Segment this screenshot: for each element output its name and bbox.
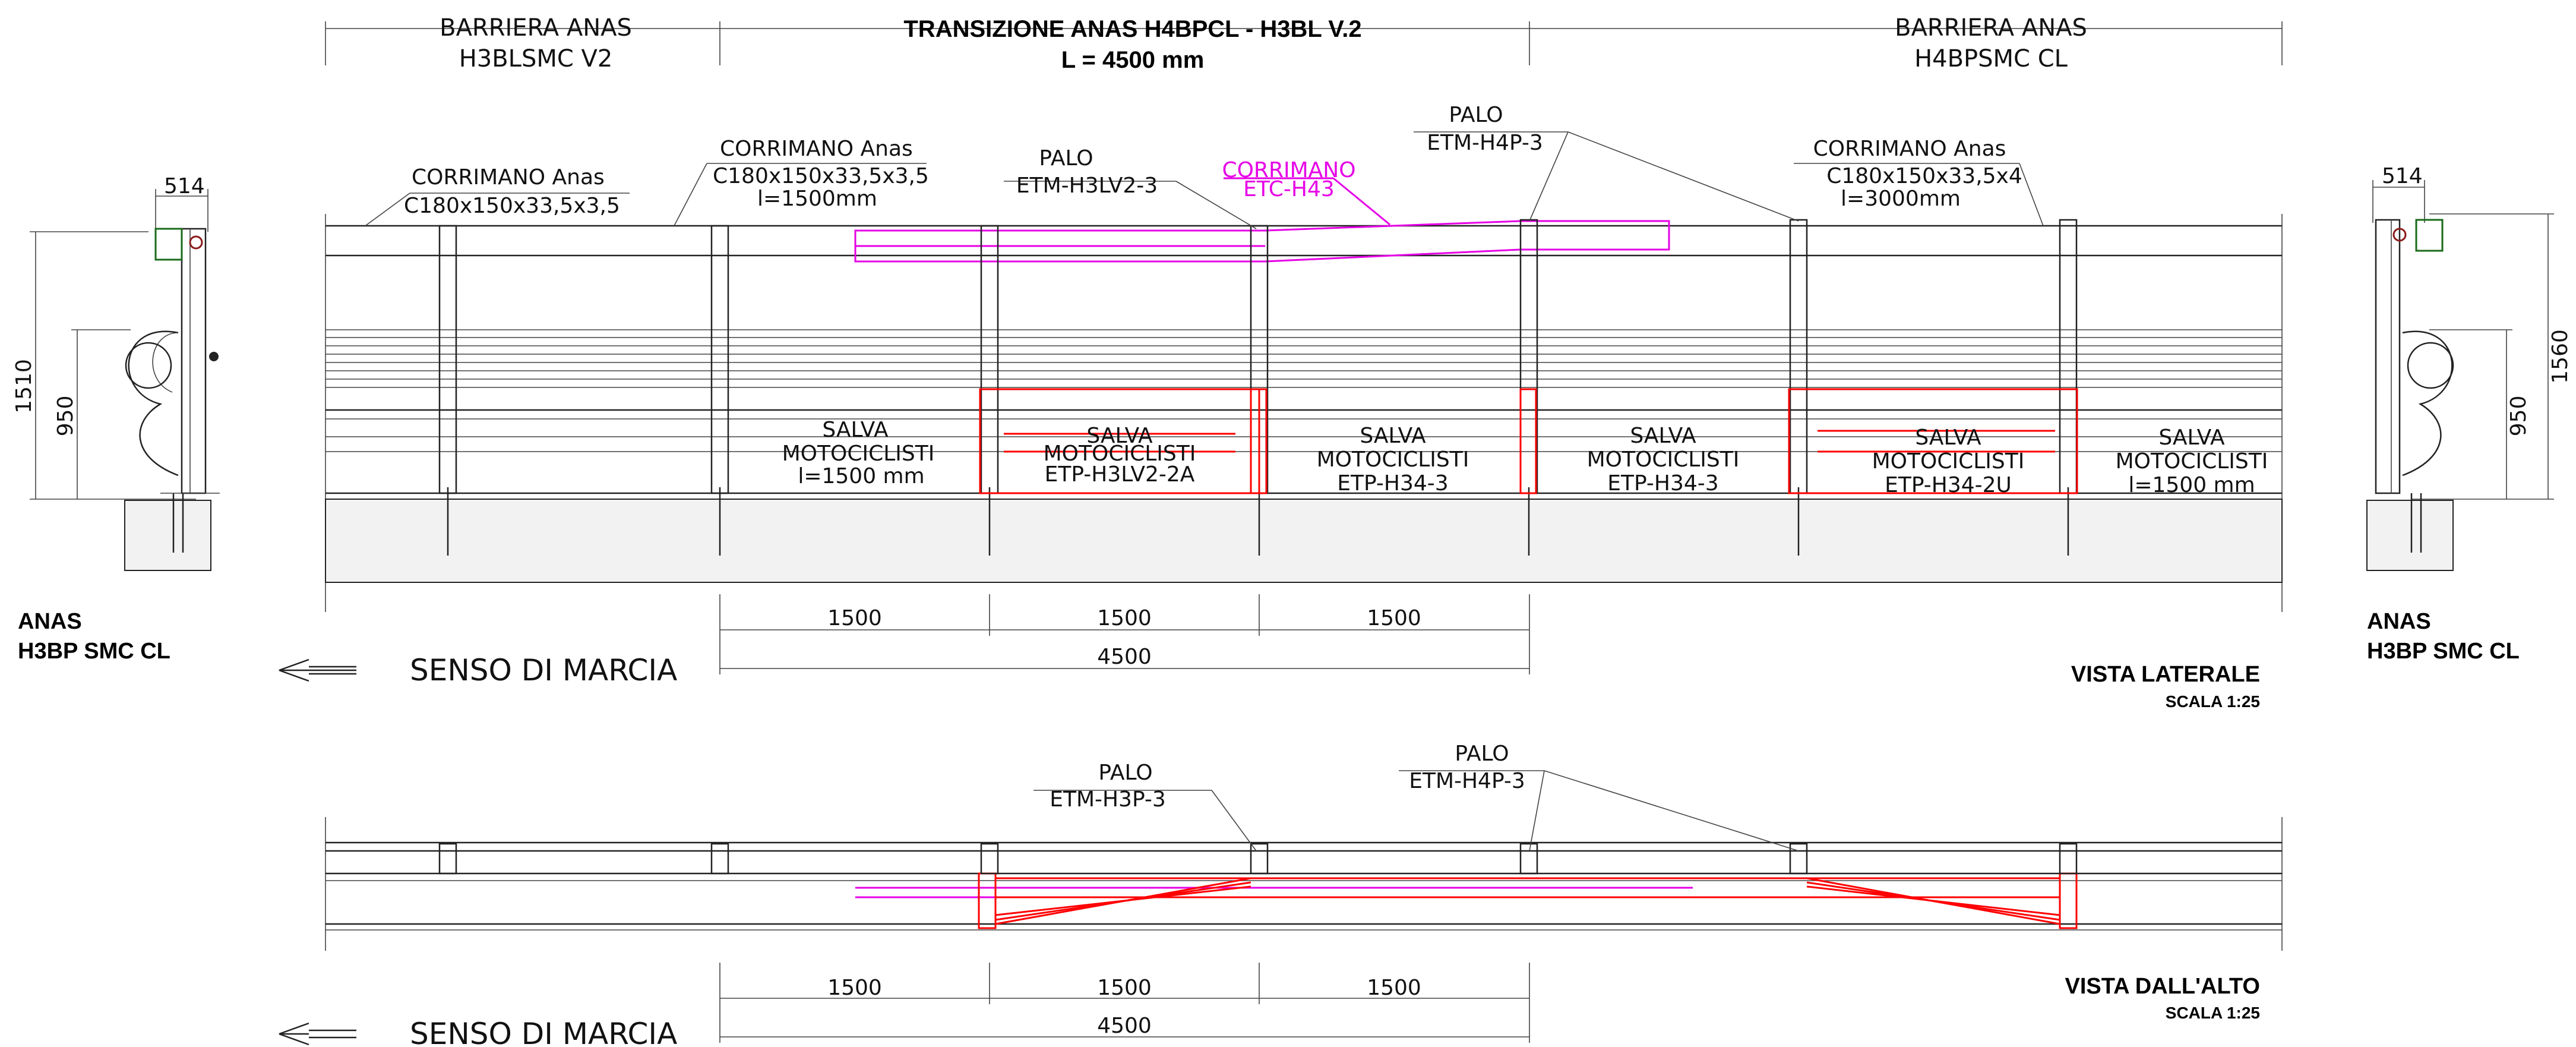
top-transition-parts (978, 872, 2078, 929)
salva-5-line-3: l=1500 mm (2128, 473, 2255, 497)
left-section-name-1: ANAS (18, 609, 82, 634)
side-dim-total: 4500 (1097, 645, 1152, 669)
side-callout-corrimano-3-b: C180x150x33,5x4 (1826, 164, 2022, 188)
side-dim-2: 1500 (1367, 606, 1421, 630)
salva-4-line-2: MOTOCICLISTI (1872, 449, 2025, 474)
top-callout-palo-1-a: PALO (1098, 761, 1152, 785)
top-direction-arrow (279, 1022, 356, 1046)
header-center-subtitle: L = 4500 mm (1061, 47, 1205, 73)
salva-2-line-2: MOTOCICLISTI (1317, 447, 1469, 472)
left-cross-section: 514 1510 950 ANAS H3BP SMC CL (12, 174, 220, 664)
top-view: PALO ETM-H3P-3 PALO ETM-H4P-3 1500 1500 … (279, 742, 2283, 1047)
salva-5-line-2: MOTOCICLISTI (2116, 449, 2268, 474)
right-cross-section: 514 1560 950 ANAS H3BP SMC CL (2366, 164, 2572, 664)
side-callout-corrimano-pink-a: CORRIMANO (1222, 158, 1355, 182)
top-callout-palo-2-b: ETM-H4P-3 (1409, 769, 1525, 793)
side-direction-label: SENSO DI MARCIA (410, 653, 677, 688)
salva-4-line-3: ETP-H34-2U (1885, 473, 2012, 497)
side-callout-corrimano-2-a: CORRIMANO Anas (720, 137, 913, 161)
top-view-title: VISTA DALL'ALTO (2065, 974, 2261, 999)
side-dim-1: 1500 (1097, 606, 1152, 630)
left-width-dim: 514 (164, 174, 205, 198)
salva-1-line-3: ETP-H3LV2-2A (1045, 462, 1195, 487)
header-right-title: BARRIERA ANAS (1895, 14, 2087, 42)
right-height-rail-dim: 950 (2507, 396, 2531, 437)
salva-3-line-1: SALVA (1630, 424, 1696, 448)
salva-5-line-1: SALVA (2158, 425, 2225, 450)
salva-3-line-2: MOTOCICLISTI (1587, 447, 1740, 472)
salva-2-line-3: ETP-H34-3 (1337, 471, 1448, 496)
top-direction-label: SENSO DI MARCIA (410, 1017, 677, 1047)
side-dim-0: 1500 (827, 606, 882, 630)
side-callout-corrimano-1-b: C180x150x33,5x3,5 (404, 194, 620, 218)
side-callouts: CORRIMANO Anas C180x150x33,5x3,5 CORRIMA… (365, 103, 2044, 229)
header-right-subtitle: H4BPSMC CL (1914, 45, 2068, 72)
side-callout-palo-1-b: ETM-H3LV2-3 (1016, 174, 1158, 198)
side-view-title: VISTA LATERALE (2071, 662, 2260, 687)
top-dim-2: 1500 (1367, 976, 1421, 1000)
top-callout-palo-1-b: ETM-H3P-3 (1050, 787, 1166, 812)
top-dim-total: 4500 (1097, 1014, 1152, 1038)
side-view: CORRIMANO Anas C180x150x33,5x3,5 CORRIMA… (279, 103, 2283, 711)
top-view-scale: SCALA 1:25 (2166, 1004, 2260, 1022)
top-dimensions: 1500 1500 1500 4500 (719, 963, 1530, 1043)
salva-2-line-1: SALVA (1360, 424, 1426, 448)
right-width-dim: 514 (2382, 164, 2423, 188)
left-height-total-dim: 1510 (12, 359, 36, 414)
left-height-rail-dim: 950 (53, 396, 78, 437)
right-section-name-2: H3BP SMC CL (2367, 639, 2520, 664)
header-center-title: TRANSIZIONE ANAS H4BPCL - H3BL V.2 (903, 16, 1361, 42)
top-dim-0: 1500 (827, 976, 882, 1000)
header: BARRIERA ANAS H3BLSMC V2 TRANSIZIONE ANA… (325, 14, 2283, 73)
side-callout-corrimano-pink-b: ETC-H43 (1243, 177, 1335, 201)
top-dim-1: 1500 (1097, 976, 1152, 1000)
concrete-foundation (325, 499, 2283, 583)
side-callout-corrimano-3-c: l=3000mm (1841, 187, 1961, 211)
side-callout-palo-2-a: PALO (1449, 103, 1503, 127)
top-callout-palo-2-a: PALO (1455, 742, 1509, 766)
right-section-name-1: ANAS (2367, 609, 2431, 634)
right-height-total-dim: 1560 (2548, 329, 2572, 384)
header-left-subtitle: H3BLSMC V2 (459, 45, 613, 72)
side-callout-corrimano-1-a: CORRIMANO Anas (412, 165, 605, 190)
salva-0-line-2: MOTOCICLISTI (782, 441, 935, 466)
side-callout-corrimano-2-b: C180x150x33,5x3,5 (713, 164, 929, 188)
side-view-scale: SCALA 1:25 (2166, 692, 2260, 711)
side-callout-palo-1-a: PALO (1039, 146, 1093, 171)
salva-4-line-1: SALVA (1915, 425, 1981, 450)
side-dimensions: 1500 1500 1500 4500 (719, 594, 1530, 674)
salva-0-line-1: SALVA (822, 418, 889, 442)
side-direction-arrow (279, 658, 356, 682)
transition-motorcyclist-guards (979, 388, 2078, 494)
salva-labels: SALVA MOTOCICLISTI l=1500 mm SALVA MOTOC… (782, 418, 2268, 497)
header-left-title: BARRIERA ANAS (440, 14, 632, 42)
salva-1-line-2: MOTOCICLISTI (1044, 441, 1196, 466)
side-callout-palo-2-b: ETM-H4P-3 (1427, 131, 1543, 155)
left-section-name-2: H3BP SMC CL (18, 639, 170, 664)
salva-1-line-1: SALVA (1086, 424, 1153, 448)
side-callout-corrimano-2-c: l=1500mm (757, 187, 877, 211)
side-callout-corrimano-3-a: CORRIMANO Anas (1813, 137, 2006, 161)
salva-3-line-3: ETP-H34-3 (1607, 471, 1718, 496)
salva-0-line-3: l=1500 mm (798, 464, 924, 488)
w-beam-rails (325, 329, 2282, 494)
